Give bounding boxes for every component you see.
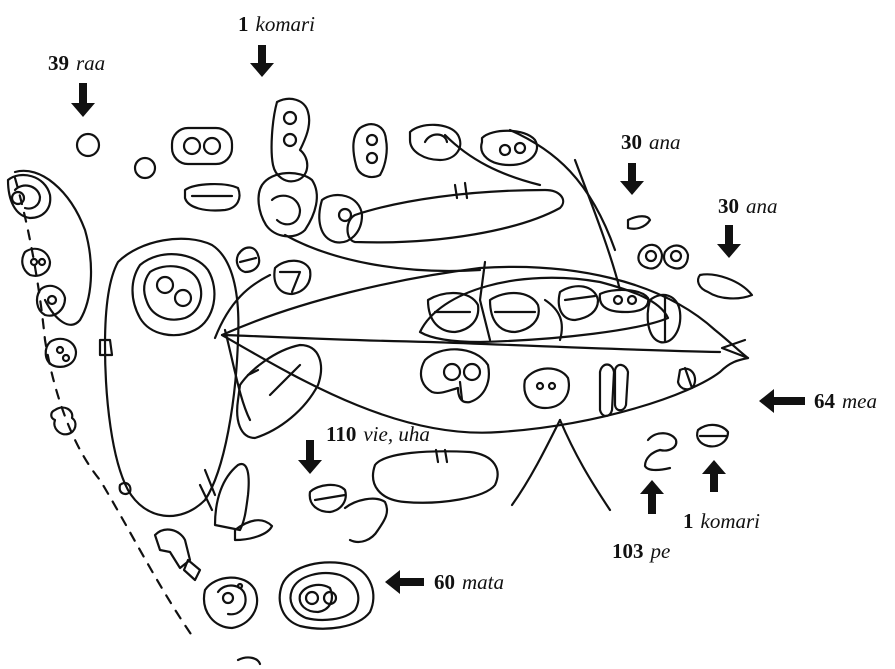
label-60-mata: 60 mata bbox=[434, 572, 504, 593]
upper-fin bbox=[285, 135, 563, 271]
lower-fins bbox=[215, 130, 620, 540]
dashed-boundary-line bbox=[15, 178, 195, 640]
arrow-up-icon bbox=[640, 480, 664, 514]
arrow-down-icon bbox=[620, 163, 644, 195]
arrow-down-icon bbox=[71, 83, 95, 117]
label-number: 103 bbox=[612, 539, 644, 563]
arrow-down-icon bbox=[250, 45, 274, 77]
label-number: 60 bbox=[434, 570, 455, 594]
label-word: mata bbox=[462, 570, 504, 594]
label-number: 1 bbox=[238, 12, 249, 36]
label-word: mea bbox=[842, 389, 877, 413]
label-110-vie-uha: 110 vie, uha bbox=[326, 424, 430, 445]
label-number: 30 bbox=[621, 130, 642, 154]
label-1-komari-bottom: 1 komari bbox=[683, 511, 760, 532]
label-word: ana bbox=[746, 194, 778, 218]
arrow-left-icon bbox=[385, 570, 424, 594]
arrow-down-icon bbox=[298, 440, 322, 474]
left-head-shape bbox=[100, 239, 238, 516]
label-word: ana bbox=[649, 130, 681, 154]
bottom-left-glyphs bbox=[155, 470, 373, 664]
label-number: 39 bbox=[48, 51, 69, 75]
arrow-left-icon bbox=[759, 389, 805, 413]
label-word: vie, uha bbox=[363, 422, 429, 446]
label-number: 64 bbox=[814, 389, 835, 413]
label-number: 110 bbox=[326, 422, 356, 446]
label-word: pe bbox=[651, 539, 671, 563]
main-fish-body bbox=[215, 262, 748, 433]
arrow-up-icon bbox=[702, 460, 726, 492]
label-39-raa: 39 raa bbox=[48, 53, 105, 74]
label-number: 1 bbox=[683, 509, 694, 533]
label-103-pe: 103 pe bbox=[612, 541, 670, 562]
label-30-ana-right: 30 ana bbox=[718, 196, 778, 217]
label-number: 30 bbox=[718, 194, 739, 218]
label-word: raa bbox=[76, 51, 105, 75]
left-edge-glyphs bbox=[8, 171, 91, 434]
label-word: komari bbox=[701, 509, 761, 533]
label-1-komari-top: 1 komari bbox=[238, 14, 315, 35]
label-64-mea: 64 mea bbox=[814, 391, 877, 412]
label-word: komari bbox=[256, 12, 316, 36]
label-30-ana-left: 30 ana bbox=[621, 132, 681, 153]
arrow-down-icon bbox=[717, 225, 741, 258]
